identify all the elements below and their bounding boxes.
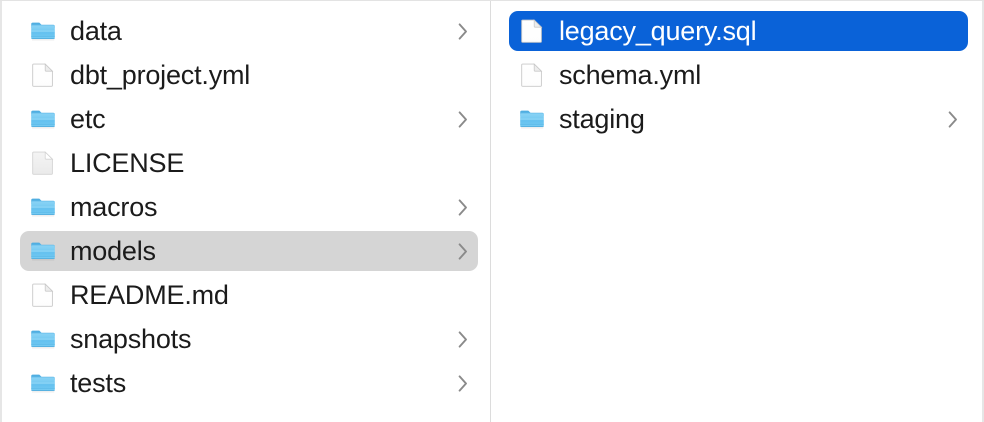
item-label: etc — [70, 104, 106, 134]
item-label: legacy_query.sql — [559, 16, 757, 46]
finder-column-2[interactable]: legacy_query.sql schema.yml staging — [491, 1, 984, 422]
folder-row[interactable]: models — [20, 231, 478, 271]
chevron-right-icon[interactable] — [456, 241, 470, 261]
item-label: snapshots — [70, 324, 192, 354]
document-icon — [29, 281, 57, 309]
item-label: LICENSE — [70, 148, 185, 178]
chevron-right-icon[interactable] — [456, 21, 470, 41]
folder-row[interactable]: tests — [20, 363, 478, 403]
folder-row[interactable]: snapshots — [20, 319, 478, 359]
chevron-right-icon[interactable] — [456, 329, 470, 349]
item-label: data — [70, 16, 122, 46]
chevron-right-icon[interactable] — [946, 109, 960, 129]
folder-icon — [29, 369, 57, 397]
folder-icon — [29, 193, 57, 221]
folder-row[interactable]: etc — [20, 99, 478, 139]
item-label: schema.yml — [559, 60, 702, 90]
item-label: macros — [70, 192, 158, 222]
folder-icon — [29, 17, 57, 45]
file-row[interactable]: LICENSE — [20, 143, 478, 183]
chevron-right-icon[interactable] — [456, 109, 470, 129]
item-label: staging — [559, 104, 645, 134]
document-icon — [29, 61, 57, 89]
file-row[interactable]: schema.yml — [509, 55, 968, 95]
folder-icon — [518, 105, 546, 133]
item-label: models — [70, 236, 156, 266]
folder-row[interactable]: macros — [20, 187, 478, 227]
file-row[interactable]: legacy_query.sql — [509, 11, 968, 51]
document-plain-icon — [29, 149, 57, 177]
item-label: README.md — [70, 280, 229, 310]
folder-icon — [29, 105, 57, 133]
item-label: tests — [70, 368, 127, 398]
item-label: dbt_project.yml — [70, 60, 251, 90]
folder-icon — [29, 325, 57, 353]
document-icon — [518, 61, 546, 89]
finder-column-2-list: legacy_query.sql schema.yml staging — [491, 11, 982, 139]
file-row[interactable]: dbt_project.yml — [20, 55, 478, 95]
chevron-right-icon[interactable] — [456, 373, 470, 393]
chevron-right-icon[interactable] — [456, 197, 470, 217]
folder-row[interactable]: staging — [509, 99, 968, 139]
folder-row[interactable]: data — [20, 11, 478, 51]
file-row[interactable]: README.md — [20, 275, 478, 315]
document-icon — [518, 17, 546, 45]
folder-icon — [29, 237, 57, 265]
